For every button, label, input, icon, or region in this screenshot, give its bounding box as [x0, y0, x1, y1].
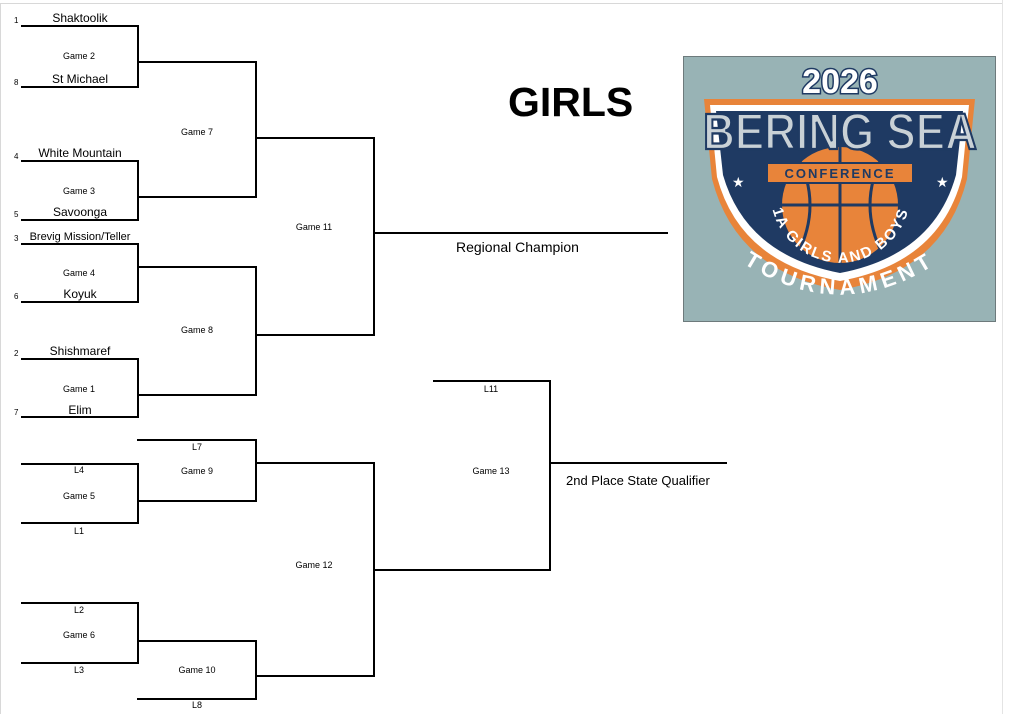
champion-line [373, 232, 668, 234]
team-savoonga: Savoonga [52, 205, 108, 219]
game-12-label: Game 12 [295, 560, 333, 570]
bracket-connector-game-9 [255, 439, 257, 502]
bracket-connector-game-11 [373, 137, 375, 336]
bracket-line-shishmaref [21, 358, 139, 360]
game-13-label: Game 13 [472, 466, 510, 476]
bracket-line-game-8-winner [255, 334, 375, 336]
bracket-line-shaktoolik [21, 25, 139, 27]
game-5-label: Game 5 [62, 491, 96, 501]
loser-l1-label: L1 [73, 526, 85, 536]
star-icon: ★ [732, 174, 745, 190]
bracket-line-game-1-winner [137, 394, 257, 396]
bracket-connector-game-4 [137, 243, 139, 303]
bracket-line-game-4-winner [137, 266, 257, 268]
loser-l4-label: L4 [73, 465, 85, 475]
page-title: GIRLS [508, 79, 634, 125]
bracket-line-l3 [21, 662, 139, 664]
loser-l11-label: L11 [483, 384, 499, 394]
bracket-connector-game-13 [549, 380, 551, 571]
seed-white-mountain: 4 [14, 152, 19, 161]
bracket-line-l1 [21, 522, 139, 524]
bracket-line-game-9-winner [255, 462, 375, 464]
bracket-line-l4 [21, 463, 139, 465]
team-koyuk: Koyuk [63, 287, 97, 301]
loser-l7-label: L7 [191, 442, 203, 452]
team-brevig-mission-teller: Brevig Mission/Teller [29, 231, 131, 243]
bracket-connector-game-2 [137, 25, 139, 88]
loser-l8-label: L8 [191, 700, 203, 710]
bracket-line-st-michael [21, 86, 139, 88]
bracket-line-l11 [433, 380, 551, 382]
bracket-line-brevig [21, 243, 139, 245]
second-place-line [549, 462, 727, 464]
bracket-connector-game-1 [137, 358, 139, 418]
seed-elim: 7 [14, 408, 19, 417]
game-8-label: Game 8 [180, 325, 214, 335]
seed-brevig: 3 [14, 234, 19, 243]
seed-shishmaref: 2 [14, 349, 19, 358]
bracket-line-game-2-winner [137, 61, 257, 63]
bracket-line-l7 [137, 439, 257, 441]
seed-koyuk: 6 [14, 292, 19, 301]
bracket-line-game-10-winner [255, 675, 375, 677]
star-icon: ★ [936, 174, 949, 190]
logo-year: 2026 [802, 63, 878, 101]
game-4-label: Game 4 [62, 268, 96, 278]
page-right-edge [1002, 0, 1003, 714]
seed-st-michael: 8 [14, 78, 19, 87]
bering-sea-conference-logo: 1A GIRLS AND BOYS BERING SEA 2026 CONFER… [683, 56, 996, 322]
regional-champion-label: Regional Champion [456, 239, 579, 255]
loser-l3-label: L3 [73, 665, 85, 675]
game-9-label: Game 9 [180, 466, 214, 476]
team-white-mountain: White Mountain [38, 146, 122, 160]
bracket-connector-game-10 [255, 640, 257, 700]
second-place-label: 2nd Place State Qualifier [566, 473, 710, 488]
bracket-connector-game-6 [137, 602, 139, 664]
bracket-line-l8 [137, 698, 257, 700]
team-shaktoolik: Shaktoolik [52, 11, 108, 25]
bracket-connector-game-8 [255, 266, 257, 396]
page-top-edge [0, 3, 1002, 4]
bracket-connector-game-3 [137, 160, 139, 221]
bracket-line-koyuk [21, 301, 139, 303]
bracket-connector-game-7 [255, 61, 257, 198]
bracket-line-game-5-winner [137, 500, 257, 502]
loser-l2-label: L2 [73, 605, 85, 615]
team-st-michael: St Michael [51, 72, 109, 86]
logo-graphic: 1A GIRLS AND BOYS BERING SEA 2026 CONFER… [684, 57, 995, 321]
seed-savoonga: 5 [14, 210, 19, 219]
seed-shaktoolik: 1 [14, 16, 19, 25]
bracket-line-game-3-winner [137, 196, 257, 198]
page-left-edge [0, 4, 1, 714]
bracket-line-l2 [21, 602, 139, 604]
game-7-label: Game 7 [180, 127, 214, 137]
team-shishmaref: Shishmaref [49, 344, 111, 358]
bracket-line-elim [21, 416, 139, 418]
bracket-line-savoonga [21, 219, 139, 221]
game-11-label: Game 11 [295, 222, 333, 232]
game-3-label: Game 3 [62, 186, 96, 196]
game-2-label: Game 2 [62, 51, 96, 61]
team-elim: Elim [68, 403, 92, 417]
bracket-connector-game-5 [137, 463, 139, 524]
game-6-label: Game 6 [62, 630, 96, 640]
bracket-line-white-mountain [21, 160, 139, 162]
game-10-label: Game 10 [178, 665, 216, 675]
logo-name: BERING SEA [703, 104, 977, 161]
bracket-line-game-12-winner [373, 569, 551, 571]
bracket-line-game-6-winner [137, 640, 257, 642]
game-1-label: Game 1 [62, 384, 96, 394]
logo-conference: CONFERENCE [784, 166, 895, 181]
bracket-line-game-7-winner [255, 137, 375, 139]
